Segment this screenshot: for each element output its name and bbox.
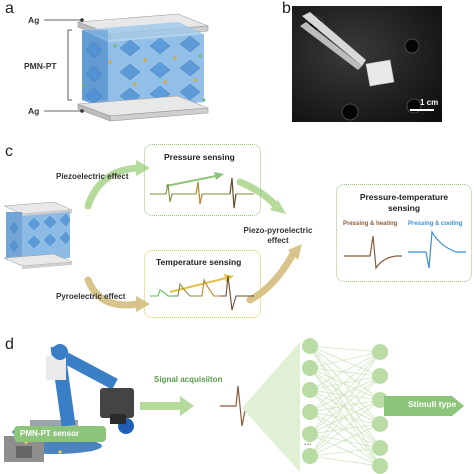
nn-edge (309, 389, 381, 425)
nn-edge (309, 351, 381, 391)
nn-edge (309, 375, 381, 391)
bottom-electrode-label: Ag (28, 106, 40, 116)
piezo-pyro-label-2: effect (267, 236, 289, 245)
ellipsis-label: ... (304, 437, 312, 447)
nn-node (372, 344, 388, 360)
nn-node (302, 404, 318, 420)
nn-edge (309, 345, 381, 425)
robot-arm-illustration (4, 344, 134, 462)
combined-signal-plot (344, 230, 466, 270)
nn-edge (309, 447, 381, 457)
pressing-heating-label: Pressing & heating (343, 221, 398, 227)
pmn-pt-device-illustration (44, 13, 209, 122)
temperature-signal-plot (150, 274, 254, 311)
nn-edge (309, 345, 381, 401)
nn-edge (309, 375, 381, 413)
sample-photo (292, 6, 442, 122)
nn-edge (309, 375, 381, 457)
nn-edge (309, 411, 381, 425)
nn-edge (309, 411, 381, 449)
pyro-effect-label: Pyroelectric effect (56, 292, 126, 301)
nn-edge (309, 389, 381, 449)
nn-edge (309, 399, 381, 413)
nn-edge (309, 351, 381, 435)
nn-edge (309, 455, 381, 467)
nn-edge (309, 389, 381, 401)
neural-network-diagram (242, 338, 388, 474)
sensor-label-box (14, 426, 106, 442)
nn-edge (309, 399, 381, 457)
combined-title-2: sensing (387, 203, 421, 213)
nn-node (302, 338, 318, 354)
nn-edge (309, 423, 381, 435)
panel-letter-a: a (5, 0, 14, 17)
panel-letter-d: d (5, 336, 14, 353)
nn-edge (309, 351, 381, 369)
temperature-sensing-box (144, 250, 261, 318)
flow-arrows-c (84, 160, 302, 312)
nn-node (302, 382, 318, 398)
nn-edge (309, 367, 381, 377)
nn-node (372, 440, 388, 456)
nn-node (372, 368, 388, 384)
piezo-effect-label: Piezoelectric effect (56, 172, 129, 181)
panel-letter-c: c (5, 143, 13, 160)
top-electrode-label: Ag (28, 15, 40, 25)
panel-letter-b: b (282, 0, 291, 17)
nn-edge (309, 367, 381, 449)
nn-edge (309, 351, 381, 457)
nn-edge (309, 375, 381, 435)
nn-edge (309, 411, 381, 467)
pressing-cooling-label: Pressing & cooling (408, 221, 463, 227)
pressure-sensing-title: Pressure sensing (164, 152, 235, 162)
nn-node (302, 448, 318, 464)
piezo-pyro-label-1: Piezo-pyroelectric (243, 226, 313, 235)
scale-bar-label: 1 cm (420, 98, 439, 107)
nn-node (372, 416, 388, 432)
nn-edge (309, 345, 381, 377)
temperature-sensing-title: Temperature sensing (156, 257, 242, 267)
nn-edge (309, 399, 381, 435)
nn-edge (309, 367, 381, 401)
nn-node (372, 458, 388, 474)
combined-title-1: Pressure-temperature (359, 192, 449, 202)
device-icon-c (3, 201, 73, 269)
nn-edge (309, 345, 381, 449)
pressure-signal-plot (150, 172, 254, 209)
signal-acquisition-label: Signal acquisiiton (154, 375, 223, 384)
nn-edge (309, 367, 381, 425)
pmn-pt-label: PMN-PT (24, 61, 57, 71)
nn-edge (309, 423, 381, 457)
nn-node (302, 426, 318, 442)
nn-edge (309, 433, 381, 449)
stimuli-type-label: Stimuli type (408, 399, 457, 409)
sensor-label: PMN-PT sensor (20, 429, 80, 438)
nn-edge (309, 351, 381, 413)
pressure-sensing-box (144, 144, 261, 216)
pressure-temperature-box (336, 184, 472, 282)
stimuli-arrow (384, 396, 464, 416)
nn-node (302, 360, 318, 376)
nn-edge (309, 345, 381, 353)
